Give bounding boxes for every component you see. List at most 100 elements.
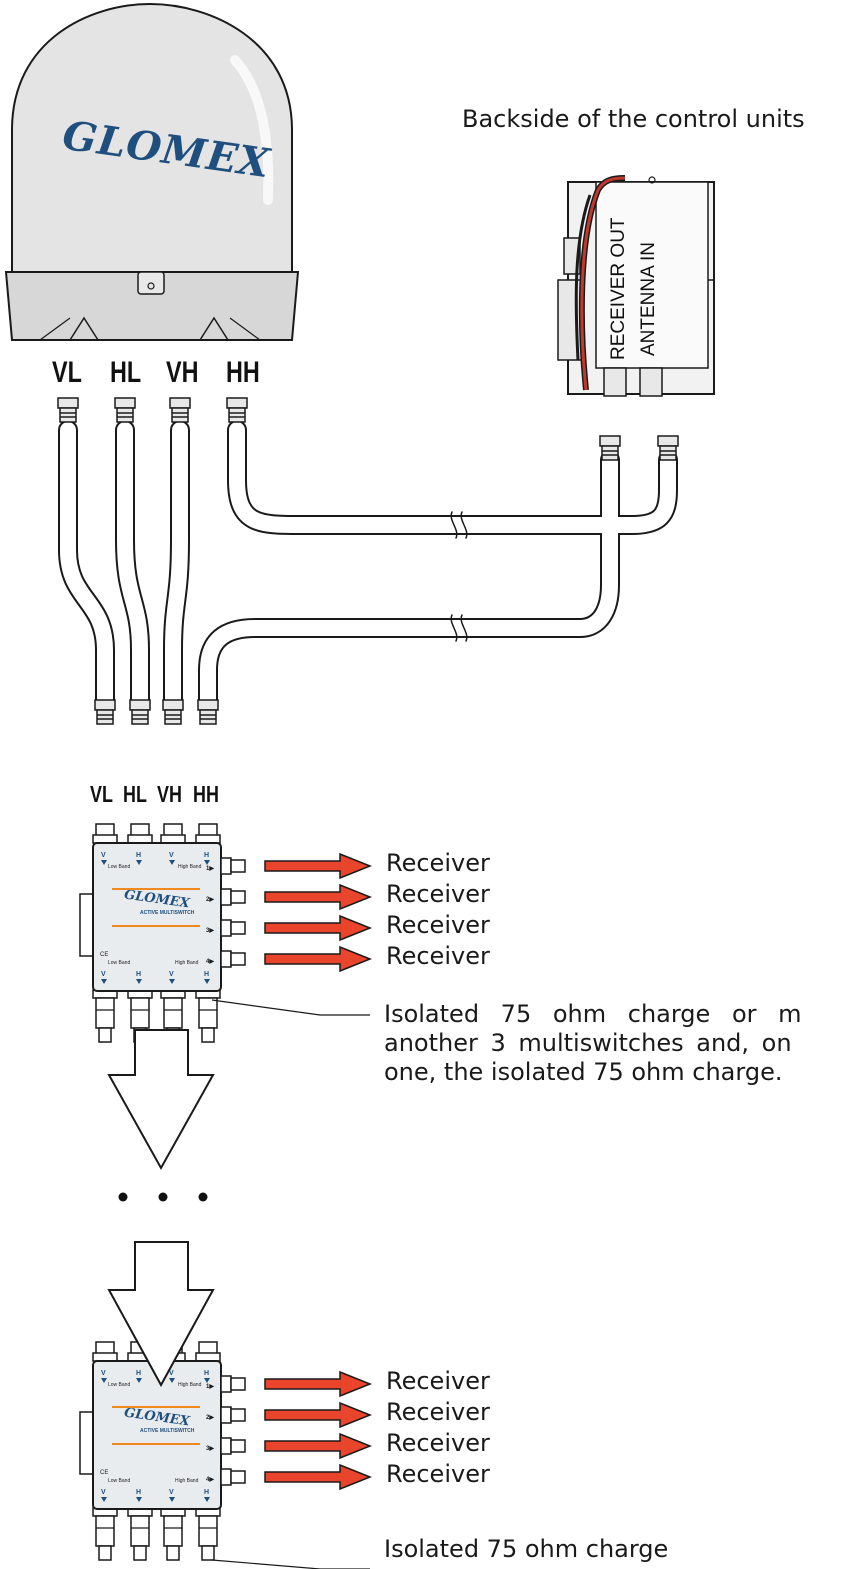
switch-bottom-bottom-label-4: H — [204, 1489, 209, 1496]
switch-bottom-bottom-label-2: H — [136, 1489, 141, 1496]
switch-input-connector-3-body — [164, 709, 182, 725]
switch-port-hl: HL — [123, 781, 147, 807]
down-arrow-upper — [107, 1029, 215, 1171]
switch-top-high-band-bottom: High Band — [175, 960, 199, 966]
receiver-label-bottom-2: Receiver — [386, 1398, 490, 1426]
switch-top-output-number-4: 4▶ — [206, 958, 214, 965]
switch-input-connector-1-body — [96, 709, 114, 725]
switch-bottom-bottom-port-1-tip — [98, 1545, 112, 1561]
dome-connector-2-body — [116, 407, 134, 423]
switch-bottom-bottom-port-1-b — [95, 1515, 115, 1547]
switch-top-title: ACTIVE MULTISWITCH — [140, 910, 195, 916]
switch-top-top-port-3-b — [160, 834, 186, 844]
switch-top-output-port-2-b — [230, 890, 246, 904]
switch-top-bottom-tri-2 — [136, 979, 142, 984]
switch-bottom-output-port-2-b — [230, 1408, 246, 1422]
switch-input-connector-4-nut — [197, 699, 219, 711]
switch-top-output-port-3-b — [230, 921, 246, 935]
receiver-label-top-1: Receiver — [386, 849, 490, 877]
switch-bottom-top-port-1-a — [95, 1341, 115, 1355]
switch-bottom-top-port-4-b — [195, 1352, 221, 1362]
switch-top-low-band-bottom: Low Band — [108, 960, 130, 966]
dome-connector-3-nut — [169, 397, 191, 409]
switch-bottom-bottom-label-3: V — [169, 1489, 174, 1496]
note-bottom: Isolated 75 ohm charge — [384, 1535, 669, 1563]
switch-top-top-tri-3 — [169, 860, 175, 865]
switch-top-bottom-port-4-tip — [201, 1027, 215, 1043]
dome-connector-1-body — [59, 407, 77, 423]
switch-bottom-top-tri-4 — [204, 1378, 210, 1383]
dome-port-vl: VL — [52, 356, 82, 389]
dome-connector-4-body — [228, 407, 246, 423]
receiver-label-bottom-3: Receiver — [386, 1429, 490, 1457]
switch-top-top-tri-2 — [136, 860, 142, 865]
down-arrow-lower — [107, 1241, 215, 1388]
switch-top-top-port-2-a — [130, 823, 150, 837]
switch-top-bottom-port-2-b — [130, 997, 150, 1029]
switch-bottom-bottom-tri-2 — [136, 1497, 142, 1502]
switch-bottom-high-band-bottom: High Band — [175, 1478, 199, 1484]
output-arrow-bottom-3 — [264, 1432, 373, 1460]
control-unit-connector-1-body — [601, 445, 619, 461]
receiver-label-top-4: Receiver — [386, 942, 490, 970]
switch-bottom-top-label-2: H — [136, 1370, 141, 1377]
note-top-line-1: Isolated 75 ohm charge or m — [384, 1000, 802, 1028]
switch-bottom-top-tri-2 — [136, 1378, 142, 1383]
switch-top-top-port-4-a — [198, 823, 218, 837]
switch-bottom-bottom-port-4-tip — [201, 1545, 215, 1561]
switch-input-connector-2-nut — [129, 699, 151, 711]
switch-bottom-bottom-port-4-b — [198, 1515, 218, 1547]
output-arrow-bottom-1 — [264, 1370, 373, 1398]
receiver-out-label: RECEIVER OUT — [608, 217, 629, 360]
switch-input-connector-3-nut — [162, 699, 184, 711]
receiver-label-bottom-4: Receiver — [386, 1460, 490, 1488]
dome-port-hl: HL — [110, 356, 142, 389]
switch-top-top-label-3: V — [169, 852, 174, 859]
switch-top-bottom-label-2: H — [136, 971, 141, 978]
switch-input-connector-4-body — [199, 709, 217, 725]
switch-top-side-clip — [79, 893, 95, 957]
switch-top-bottom-port-1-tip — [98, 1027, 112, 1043]
switch-top-top-label-4: H — [204, 852, 209, 859]
switch-bottom-output-port-3-a — [220, 1437, 232, 1455]
switch-bottom-bottom-tri-4 — [204, 1497, 210, 1502]
control-unit — [557, 175, 715, 397]
f-connectors — [57, 397, 679, 725]
switch-bottom-bottom-tri-1 — [101, 1497, 107, 1502]
switch-top-output-port-4-a — [220, 950, 232, 968]
switch-port-vl: VL — [90, 781, 113, 807]
antenna-in-label: ANTENNA IN — [638, 241, 659, 356]
leader-line-bottom — [211, 1559, 370, 1569]
dome-connector-2-nut — [114, 397, 136, 409]
output-arrow-bottom-2 — [264, 1401, 373, 1429]
switch-top-top-port-4-b — [195, 834, 221, 844]
switch-bottom-side-clip — [79, 1411, 95, 1475]
dome-port-hh: HH — [226, 356, 260, 389]
output-arrow-bottom-4 — [264, 1463, 373, 1491]
leader-line-top — [211, 999, 370, 1016]
switch-input-connector-2-body — [131, 709, 149, 725]
switch-top-top-port-1-b — [92, 834, 118, 844]
dome-connector-3-body — [171, 407, 189, 423]
output-arrow-top-1 — [264, 852, 373, 880]
switch-top-top-label-2: H — [136, 852, 141, 859]
switch-top-output-number-2: 2▶ — [206, 896, 214, 903]
switch-bottom-output-port-1-b — [230, 1377, 246, 1391]
switch-bottom-low-band-bottom: Low Band — [108, 1478, 130, 1484]
switch-top-high-band-top: High Band — [178, 864, 202, 870]
switch-top-bottom-tri-1 — [101, 979, 107, 984]
switch-bottom-bottom-port-3-b — [163, 1515, 183, 1547]
dome-port-vh: VH — [166, 356, 199, 389]
switch-bottom-ce-mark: CE — [100, 1470, 108, 1476]
control-unit-connector-2-body — [659, 445, 677, 461]
output-arrow-top-2 — [264, 883, 373, 911]
switch-top-bottom-label-4: H — [204, 971, 209, 978]
receiver-label-top-3: Receiver — [386, 911, 490, 939]
switch-top-bottom-label-3: V — [169, 971, 174, 978]
switch-bottom-output-port-1-a — [220, 1375, 232, 1393]
switch-bottom-bottom-tri-3 — [169, 1497, 175, 1502]
switch-bottom-top-label-4: H — [204, 1370, 209, 1377]
switch-port-vh: VH — [157, 781, 182, 807]
